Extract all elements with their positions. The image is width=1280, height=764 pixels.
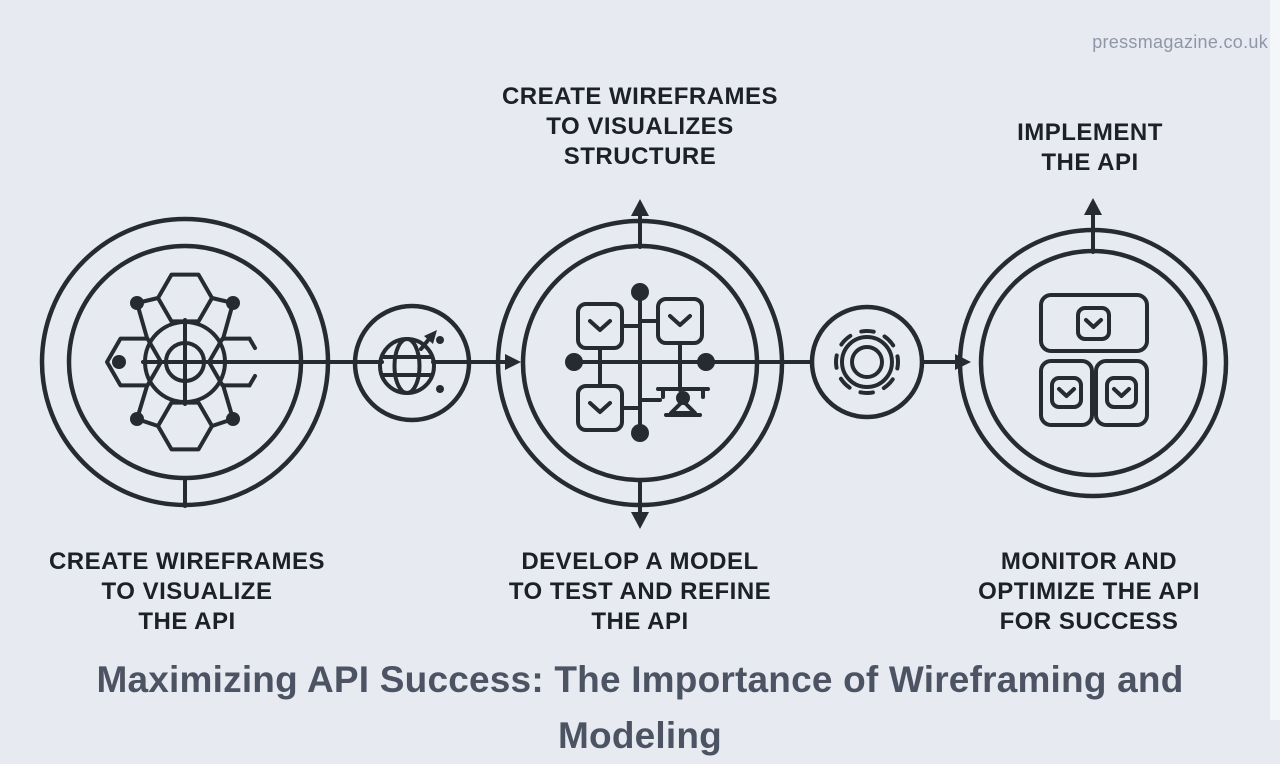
label-line: CREATE WIREFRAMES — [501, 83, 779, 110]
label-line: CREATE WIREFRAMES — [48, 548, 326, 575]
step-label-implement-api: IMPLEMENT THE API — [965, 118, 1215, 178]
label-line: THE API — [138, 608, 236, 635]
step-label-monitor-optimize: MONITOR AND OPTIMIZE THE API FOR SUCCESS — [938, 547, 1240, 637]
label-line: IMPLEMENT — [1017, 119, 1163, 146]
step-label-wireframes-visualize: CREATE WIREFRAMES TO VISUALIZE THE API — [36, 547, 338, 637]
page-title: Maximizing API Success: The Importance o… — [0, 652, 1280, 764]
label-line: STRUCTURE — [563, 143, 717, 170]
label-line: TO VISUALIZES — [546, 113, 734, 140]
label-line: DEVELOP A MODEL — [521, 548, 759, 575]
right-edge-strip — [1270, 0, 1280, 720]
arrow-down-icon — [631, 512, 649, 529]
step-label-develop-model: DEVELOP A MODEL TO TEST AND REFINE THE A… — [489, 547, 791, 637]
connector-line-left — [225, 354, 521, 370]
api-network-icon — [105, 272, 257, 452]
title-line: Maximizing API Success: The Importance o… — [96, 659, 1184, 700]
label-line: FOR SUCCESS — [999, 608, 1179, 635]
arrow-up-icon — [1084, 198, 1102, 215]
ui-modules-icon — [1039, 293, 1149, 427]
label-line: OPTIMIZE THE API — [978, 578, 1200, 605]
watermark: pressmagazine.co.uk — [1092, 32, 1268, 52]
label-line: THE API — [1041, 149, 1139, 176]
step-label-wireframes-structure: CREATE WIREFRAMES TO VISUALIZES STRUCTUR… — [489, 82, 791, 172]
stage-circle-implement — [957, 198, 1229, 499]
label-line: MONITOR AND — [1000, 548, 1178, 575]
globe-icon — [352, 303, 472, 423]
process-diagram — [39, 198, 1229, 529]
model-grid-icon — [565, 283, 715, 442]
gear-icon — [809, 304, 925, 420]
lamp-icon — [656, 387, 710, 417]
label-line: TO TEST AND REFINE — [508, 578, 772, 605]
title-line: Modeling — [558, 715, 722, 756]
label-line: THE API — [591, 608, 689, 635]
label-line: TO VISUALIZE — [101, 578, 273, 605]
arrow-up-icon — [631, 199, 649, 216]
